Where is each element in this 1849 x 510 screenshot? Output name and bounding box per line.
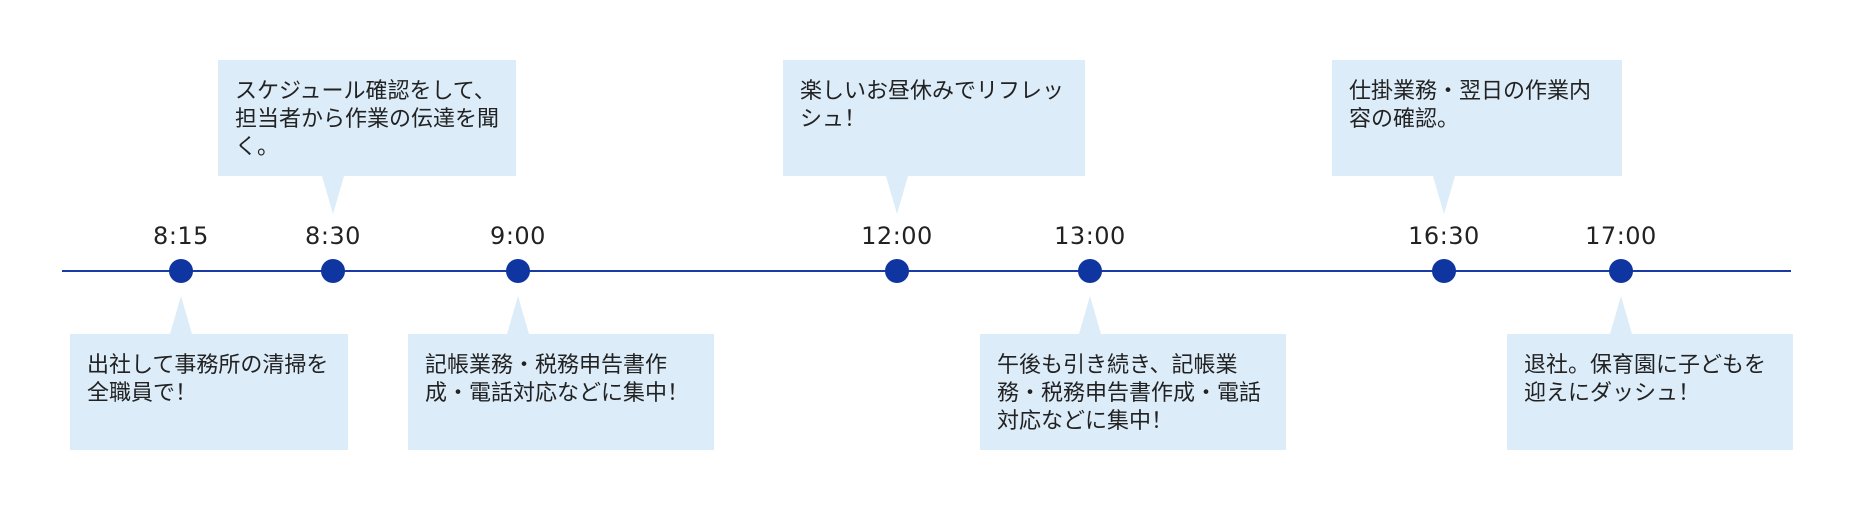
event-description-callout: 退社。保育園に子どもを迎えにダッシュ！ <box>1507 334 1793 450</box>
event-description-callout: 記帳業務・税務申告書作成・電話対応などに集中！ <box>408 334 714 450</box>
timeline-dot <box>321 259 345 283</box>
event-description-callout: スケジュール確認をして、担当者から作業の伝達を聞く。 <box>218 60 516 176</box>
timeline-dot <box>1609 259 1633 283</box>
callout-pointer <box>1610 296 1632 334</box>
time-label: 12:00 <box>861 222 933 250</box>
time-label: 9:00 <box>490 222 546 250</box>
timeline-dot <box>1078 259 1102 283</box>
callout-pointer <box>507 296 529 334</box>
event-description-callout: 楽しいお昼休みでリフレッシュ！ <box>783 60 1085 176</box>
time-label: 8:15 <box>153 222 209 250</box>
event-description-callout: 午後も引き続き、記帳業務・税務申告書作成・電話対応などに集中！ <box>980 334 1286 450</box>
callout-pointer <box>170 296 192 334</box>
time-label: 16:30 <box>1408 222 1480 250</box>
timeline-dot <box>506 259 530 283</box>
callout-pointer <box>1079 296 1101 334</box>
event-description-callout: 仕掛業務・翌日の作業内容の確認。 <box>1332 60 1622 176</box>
timeline-dot <box>169 259 193 283</box>
time-label: 8:30 <box>305 222 361 250</box>
callout-pointer <box>1433 176 1455 214</box>
callout-pointer <box>886 176 908 214</box>
timeline-dot <box>885 259 909 283</box>
timeline-axis-line <box>62 270 1791 272</box>
callout-pointer <box>322 176 344 214</box>
time-label: 13:00 <box>1054 222 1126 250</box>
timeline-dot <box>1432 259 1456 283</box>
event-description-callout: 出社して事務所の清掃を全職員で！ <box>70 334 348 450</box>
time-label: 17:00 <box>1585 222 1657 250</box>
